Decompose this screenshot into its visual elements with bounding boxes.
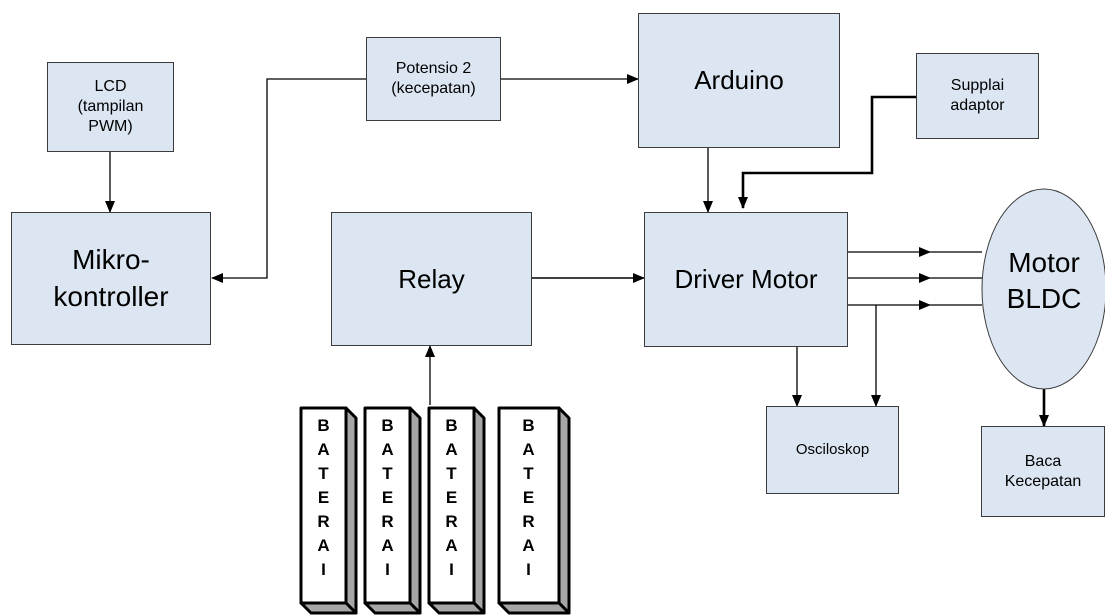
battery-2 <box>363 406 422 615</box>
battery-pack <box>299 406 571 615</box>
baca-kecepatan-block: Baca Kecepatan <box>981 426 1105 517</box>
driver-motor-block: Driver Motor <box>644 212 848 347</box>
wire-supplai-to-driver <box>738 95 916 209</box>
motor-bldc-label: Motor BLDC <box>1006 247 1082 315</box>
wire-potensio-to-mikrokontroller <box>211 78 366 283</box>
supplai-adaptor-block: Supplai adaptor <box>916 53 1039 139</box>
motor-bldc-shape <box>981 188 1105 390</box>
battery-4 <box>497 406 571 615</box>
lcd-block: LCD (tampilan PWM) <box>47 62 174 152</box>
relay-block: Relay <box>331 212 532 346</box>
potensio-block: Potensio 2 (kecepatan) <box>366 37 501 121</box>
battery-3 <box>427 406 486 615</box>
arduino-block: Arduino <box>638 13 840 148</box>
battery-1 <box>299 406 358 615</box>
mikrokontroller-block: Mikro- kontroller <box>11 212 211 345</box>
osciloskop-block: Osciloskop <box>766 406 899 494</box>
